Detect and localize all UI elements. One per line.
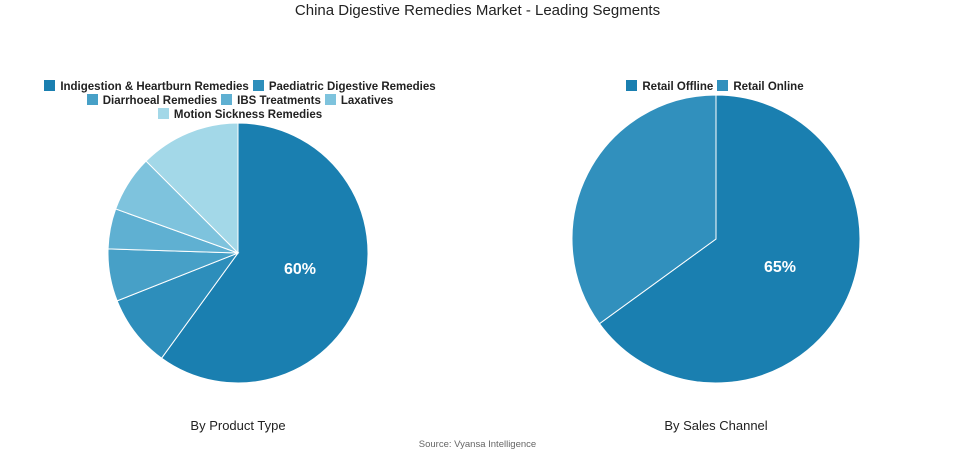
- product-type-legend-item: Motion Sickness Remedies: [157, 108, 323, 122]
- legend-swatch: [86, 94, 98, 105]
- chart-title: China Digestive Remedies Market - Leadin…: [294, 2, 661, 19]
- product-type-legend-item: Indigestion & Heartburn Remedies: [44, 80, 249, 94]
- legend-label: Indigestion & Heartburn Remedies: [60, 81, 249, 93]
- legend-sales-channel: Retail Offline Retail Online: [580, 80, 850, 94]
- product-type-legend-item: IBS Treatments: [221, 94, 321, 108]
- legend-swatch: [44, 80, 56, 91]
- legend-swatch: [157, 108, 169, 119]
- legend-label: IBS Treatments: [237, 95, 321, 107]
- legend-label: Laxatives: [340, 95, 394, 107]
- legend-swatch: [221, 94, 233, 105]
- legend-label: Diarrhoeal Remedies: [102, 95, 218, 107]
- pie-slice-1-0: [598, 94, 861, 384]
- product-type-legend-item: Paediatric Digestive Remedies: [252, 80, 436, 94]
- caption-sales-channel: By Sales Channel: [664, 418, 768, 433]
- data-label-0-0: 60%: [284, 261, 316, 278]
- legend-label: Paediatric Digestive Remedies: [268, 81, 436, 93]
- legend-product-type: Indigestion & Heartburn Remedies Paediatr…: [20, 80, 460, 122]
- pie-slice-1-1: [571, 94, 717, 325]
- legend-label: Retail Offline: [642, 81, 714, 93]
- data-label-1-0: 65%: [764, 259, 796, 276]
- legend-label: Motion Sickness Remedies: [173, 109, 323, 121]
- legend-label: Retail Online: [733, 81, 804, 93]
- legend-swatch: [252, 80, 264, 91]
- pie-slice-0-5: [145, 122, 239, 255]
- source-note: Source: Vyansa Intelligence: [418, 439, 537, 450]
- pie-slice-0-0: [160, 122, 369, 384]
- legend-swatch: [324, 94, 336, 105]
- sales-channel-legend-item: Retail Offline: [626, 80, 713, 94]
- product-type-legend-item: Laxatives: [324, 94, 394, 108]
- legend-swatch: [626, 80, 638, 91]
- sales-channel-legend-item: Retail Online: [717, 80, 804, 94]
- caption-product-type: By Product Type: [190, 418, 286, 433]
- product-type-legend-item: Diarrhoeal Remedies: [86, 94, 218, 108]
- legend-swatch: [717, 80, 729, 91]
